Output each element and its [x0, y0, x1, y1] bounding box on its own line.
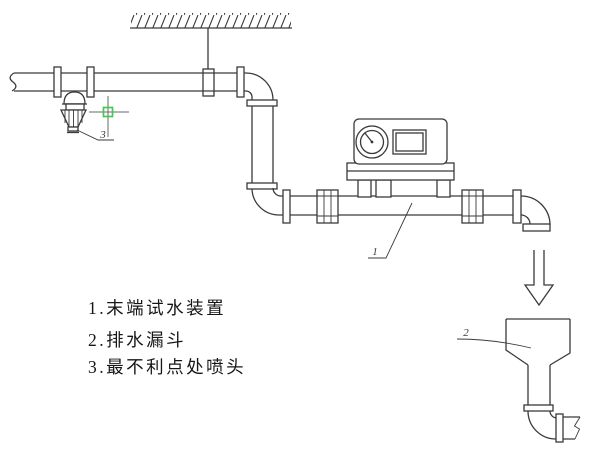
elbow-outer	[527, 410, 557, 440]
flange	[555, 413, 564, 443]
device-leg	[357, 179, 372, 198]
arrow-shape	[523, 250, 555, 307]
sprinkler-head-icon	[59, 91, 88, 134]
flange	[523, 404, 554, 412]
cad-crosshair-icon	[89, 96, 129, 137]
pipe-hanger	[202, 28, 215, 97]
callout-2: 2	[456, 327, 532, 349]
elbow-outer	[251, 188, 280, 216]
display-window	[392, 129, 427, 155]
outlet-elbow	[520, 195, 551, 232]
test-pipe-run	[279, 189, 522, 224]
flange	[282, 189, 291, 224]
sprinkler-foot	[67, 126, 79, 132]
union-body	[461, 189, 484, 224]
device-leg	[375, 179, 392, 198]
flange	[53, 66, 62, 98]
leader-line	[456, 338, 532, 349]
callout-3-label: 3	[99, 129, 106, 141]
pipe-break-end	[9, 72, 17, 92]
callout-3: 3	[76, 129, 114, 141]
gauge-outer	[355, 125, 389, 159]
drain-funnel	[505, 318, 581, 443]
funnel-neck	[527, 365, 551, 405]
gauge-pivot	[370, 140, 374, 144]
flange	[236, 66, 245, 98]
flange	[512, 189, 522, 224]
flange	[86, 66, 95, 98]
legend-item-3: 3.最不利点处喷头	[88, 357, 246, 377]
display-inner	[395, 132, 424, 152]
crosshair-pickbox	[102, 106, 114, 118]
end-test-device	[346, 118, 455, 198]
sprinkler-hatch	[64, 110, 83, 127]
down-arrow-icon	[523, 250, 555, 307]
elbow-inner	[245, 90, 253, 183]
union-detail	[462, 190, 483, 223]
gauge-inner	[359, 129, 385, 155]
callout-1-label: 1	[372, 246, 378, 258]
union-coupling	[316, 189, 339, 224]
callout-2-label: 2	[463, 327, 469, 339]
hatch-area	[131, 13, 291, 28]
gauge-needle	[363, 132, 373, 143]
flange	[246, 182, 278, 190]
branch-pipe-run	[9, 66, 246, 134]
legend-item-1: 1.末端试水装置	[88, 298, 226, 318]
elbow-outer	[520, 195, 551, 226]
outlet-pipe	[563, 416, 580, 440]
leader-line	[76, 129, 114, 141]
hanger-clamp	[202, 68, 215, 97]
funnel-bowl	[505, 318, 571, 366]
flange	[246, 99, 278, 107]
legend: 1.末端试水装置 2.排水漏斗 3.最不利点处喷头	[88, 298, 246, 377]
union-detail	[317, 190, 338, 223]
device-leg	[436, 179, 451, 198]
elbow-outer	[245, 72, 274, 183]
tee-dome	[63, 91, 86, 105]
ceiling-hatch	[130, 13, 292, 29]
union-body	[316, 189, 339, 224]
pressure-gauge-icon	[355, 125, 389, 159]
union-coupling	[461, 189, 484, 224]
callout-1: 1	[368, 202, 413, 259]
elbow-inner	[272, 187, 282, 197]
outlet-flange-plate	[522, 223, 551, 232]
leader-line	[368, 202, 413, 259]
sprinkler-neck	[65, 103, 85, 111]
legend-item-2: 2.排水漏斗	[88, 330, 186, 350]
riser-pipe	[245, 72, 282, 216]
elbow-inner	[520, 214, 531, 225]
pipe-break-end	[573, 416, 581, 440]
